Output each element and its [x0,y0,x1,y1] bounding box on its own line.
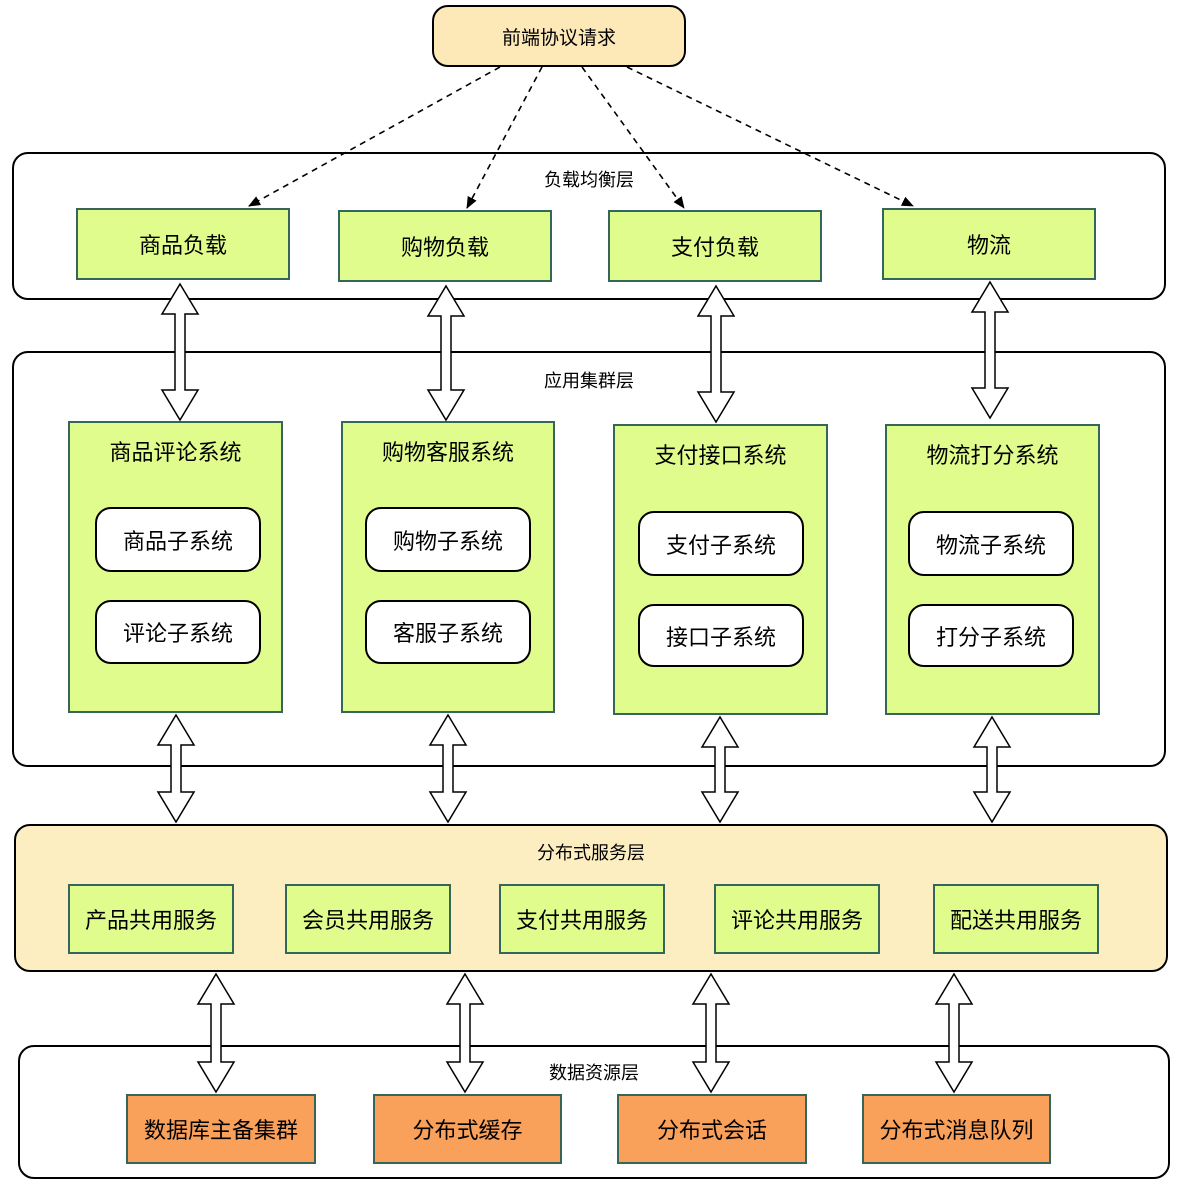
service-payment: 支付共用服务 [499,884,665,954]
frontend-request-node: 前端协议请求 [432,5,686,67]
subsystem-logistics: 物流子系统 [908,511,1074,576]
service-member: 会员共用服务 [285,884,451,954]
subsystem-interface: 接口子系统 [638,604,804,667]
lb-node-logistics: 物流 [882,208,1096,280]
subsystem-shopping: 购物子系统 [365,507,531,572]
lb-node-product: 商品负载 [76,208,290,280]
resource-message-queue: 分布式消息队列 [862,1094,1051,1164]
data-resource-layer-title: 数据资源层 [549,1063,639,1084]
service-review: 评论共用服务 [714,884,880,954]
subsystem-review: 评论子系统 [95,600,261,664]
service-delivery: 配送共用服务 [933,884,1099,954]
load-balance-layer-title: 负载均衡层 [544,170,634,191]
resource-db-cluster: 数据库主备集群 [126,1094,316,1164]
system-shopping-service-title: 购物客服系统 [381,441,514,466]
lb-node-payment: 支付负载 [608,210,822,282]
system-logistics-rating-title: 物流打分系统 [926,444,1059,469]
subsystem-product: 商品子系统 [95,507,261,572]
system-product-review-title: 商品评论系统 [109,441,242,466]
subsystem-customer-service: 客服子系统 [365,600,531,664]
lb-node-shopping: 购物负载 [338,210,552,282]
resource-distributed-session: 分布式会话 [617,1094,807,1164]
app-cluster-layer-title: 应用集群层 [544,371,634,392]
subsystem-payment: 支付子系统 [638,511,804,576]
subsystem-rating: 打分子系统 [908,604,1074,667]
system-payment-interface-title: 支付接口系统 [654,444,787,469]
distributed-service-layer-title: 分布式服务层 [537,843,645,864]
resource-distributed-cache: 分布式缓存 [373,1094,562,1164]
service-product: 产品共用服务 [68,884,234,954]
